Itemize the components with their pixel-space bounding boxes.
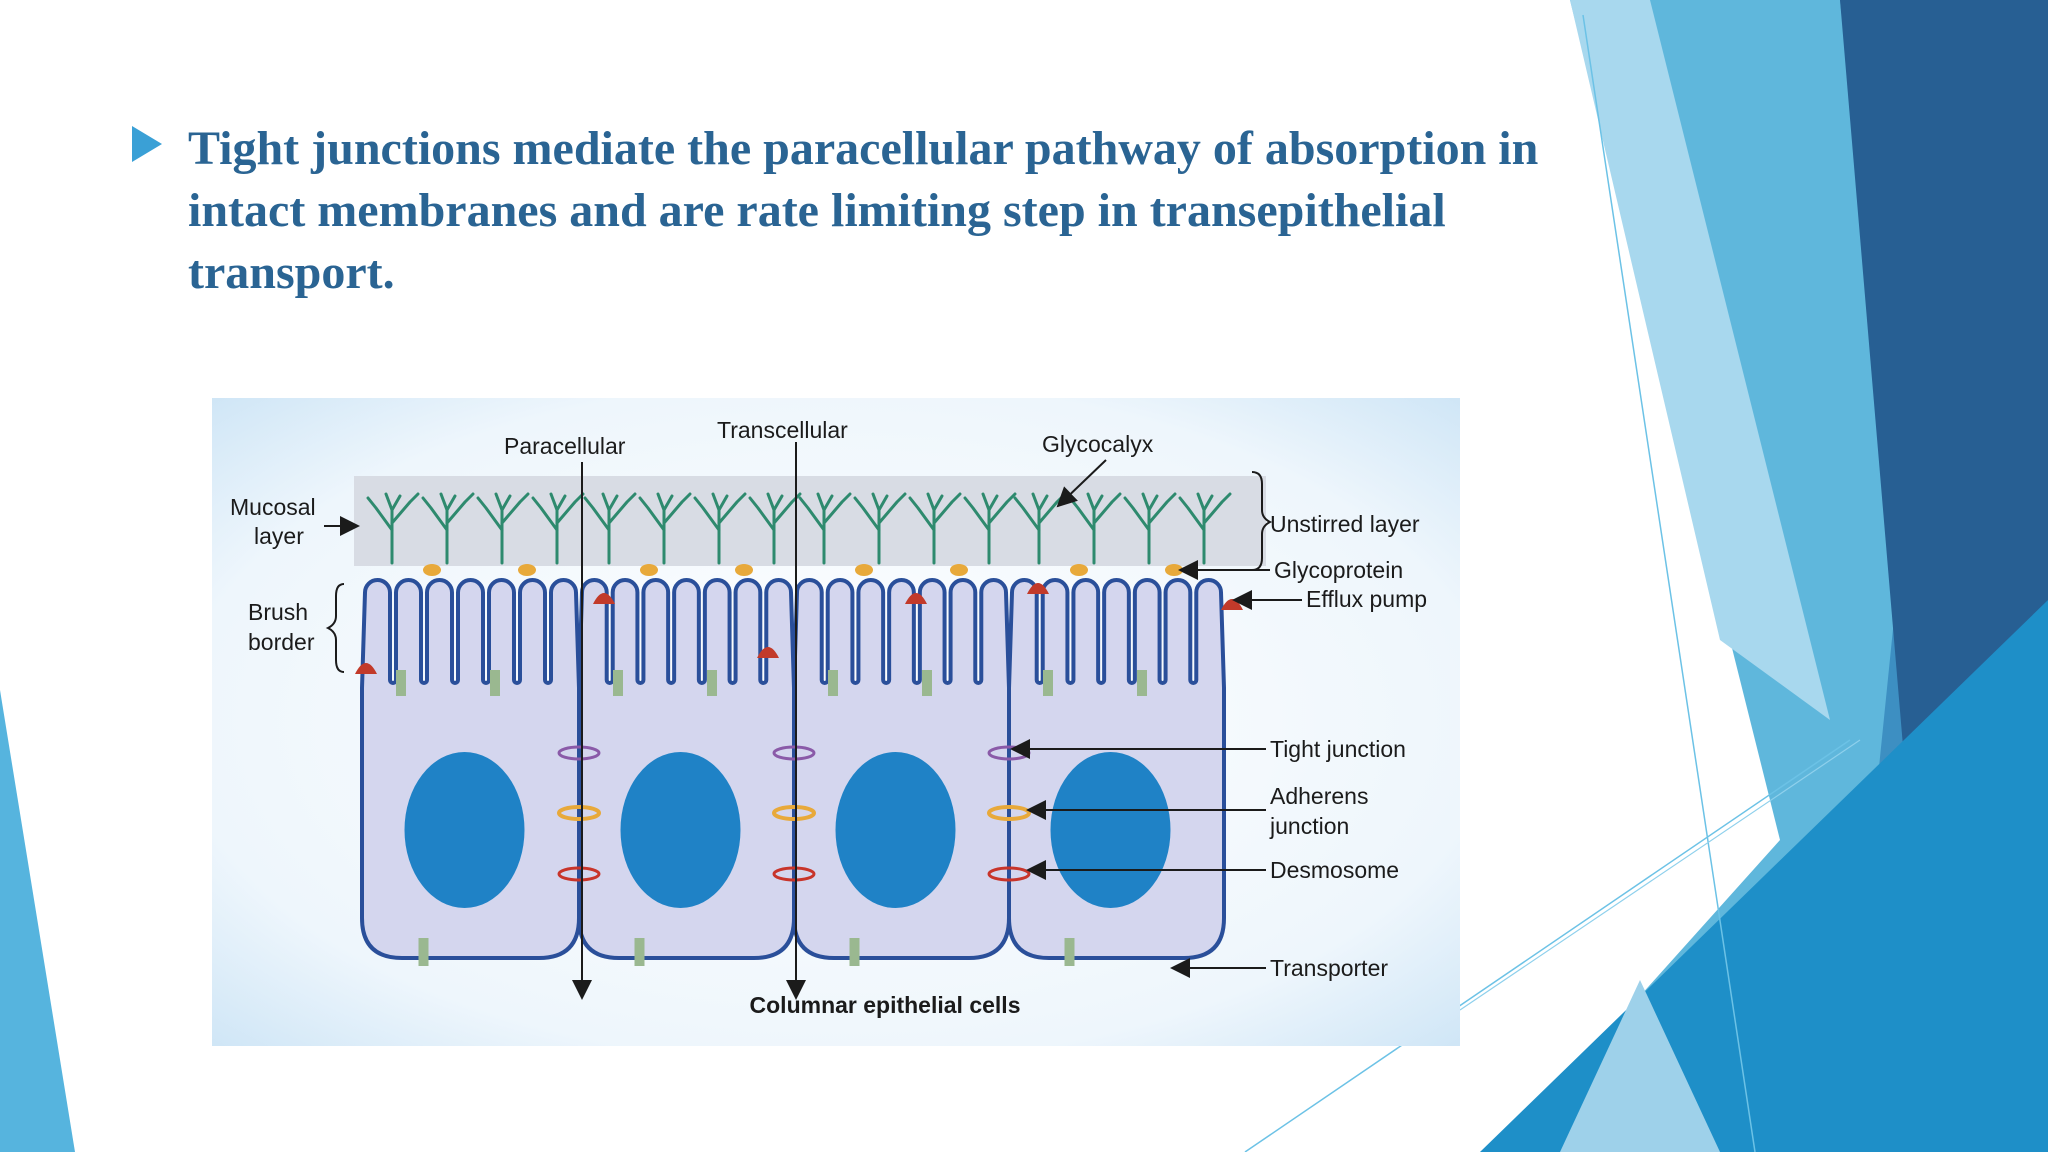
label-glycoprotein: Glycoprotein: [1274, 557, 1403, 583]
label-brush-border-1: Brush: [248, 599, 308, 625]
transporter-protein: [418, 938, 429, 966]
glycocalyx-strand: [366, 492, 420, 565]
label-adherens-junction-2: junction: [1269, 813, 1349, 839]
unstirred-layer-brace: [1251, 471, 1273, 571]
transporter-protein: [613, 670, 623, 696]
label-transcellular: Transcellular: [717, 417, 848, 443]
glycocalyx-strand: [638, 492, 692, 565]
efflux-pump: [905, 593, 927, 604]
glycoprotein: [950, 564, 968, 576]
glycocalyx-strand: [531, 492, 585, 565]
unstirred-layer-band: [354, 476, 1266, 566]
desmosome: [772, 866, 816, 882]
tight-junction: [772, 745, 816, 761]
left-accent-shape: [0, 690, 75, 1152]
label-desmosome: Desmosome: [1270, 857, 1399, 883]
label-transporter: Transporter: [1270, 955, 1388, 981]
glycoprotein: [735, 564, 753, 576]
decor-line: [1582, 14, 1756, 1152]
figure-caption: Columnar epithelial cells: [750, 992, 1021, 1018]
label-brush-border-2: border: [248, 629, 315, 655]
decor-line: [1244, 739, 1851, 1152]
transporter-protein: [828, 670, 838, 696]
cell-nucleus: [404, 752, 525, 908]
cell-nucleus: [835, 752, 956, 908]
efflux-pump: [593, 593, 615, 604]
glycoprotein: [423, 564, 441, 576]
transporter-protein: [396, 670, 406, 696]
desmosome: [557, 866, 601, 882]
label-paracellular: Paracellular: [504, 433, 626, 459]
brush-border-brace: [325, 583, 345, 673]
glycoprotein: [855, 564, 873, 576]
glycocalyx-strand: [693, 492, 747, 565]
transporter-protein: [922, 670, 932, 696]
glycoprotein: [640, 564, 658, 576]
label-glycocalyx: Glycocalyx: [1042, 431, 1154, 457]
decor-line: [1459, 739, 1861, 1011]
glycocalyx-strand: [1123, 492, 1177, 565]
glycocalyx-strand: [908, 492, 962, 565]
glycocalyx-layer: [366, 492, 1232, 565]
annotation-lines: [324, 442, 1302, 1000]
efflux-pump: [1027, 583, 1049, 594]
bullet-triangle-icon: [132, 126, 162, 162]
cell-nucleus: [620, 752, 741, 908]
glycocalyx-strand: [421, 492, 475, 565]
label-mucosal-layer-2: layer: [254, 523, 304, 549]
right-panel-bright: [1480, 600, 2048, 1152]
glycocalyx-strand: [798, 492, 852, 565]
transporter-protein: [849, 938, 860, 966]
label-arrow: [1056, 459, 1107, 508]
cell-layer: [355, 564, 1243, 966]
label-tight-junction: Tight junction: [1270, 736, 1406, 762]
glycocalyx-strand: [583, 492, 637, 565]
label-unstirred-layer: Unstirred layer: [1270, 511, 1420, 537]
right-panel-dark: [1840, 0, 2048, 770]
transporter-protein: [490, 670, 500, 696]
transporter-protein: [634, 938, 645, 966]
glycocalyx-strand: [963, 492, 1017, 565]
adherens-junction: [772, 805, 816, 821]
glycocalyx-strand: [1178, 492, 1232, 565]
right-panel-pale-lower: [1560, 980, 1720, 1152]
efflux-pump: [355, 663, 377, 674]
tight-junction: [557, 745, 601, 761]
transporter-protein: [1043, 670, 1053, 696]
label-mucosal-layer-1: Mucosal: [230, 494, 316, 520]
adherens-junction: [557, 805, 601, 821]
glycoprotein: [1070, 564, 1088, 576]
transporter-protein: [1064, 938, 1075, 966]
glycocalyx-strand: [476, 492, 530, 565]
efflux-pump: [757, 647, 779, 658]
label-adherens-junction-1: Adherens: [1270, 783, 1368, 809]
transporter-protein: [1137, 670, 1147, 696]
cell-nucleus: [1050, 752, 1171, 908]
glycocalyx-strand: [853, 492, 907, 565]
right-panel-pale: [1570, 0, 1830, 720]
epithelial-diagram: Paracellular Transcellular Glycocalyx Mu…: [212, 398, 1460, 1046]
glycoprotein: [518, 564, 536, 576]
transporter-protein: [707, 670, 717, 696]
label-efflux-pump: Efflux pump: [1306, 586, 1427, 612]
bullet-text: Tight junctions mediate the paracellular…: [188, 122, 1539, 299]
